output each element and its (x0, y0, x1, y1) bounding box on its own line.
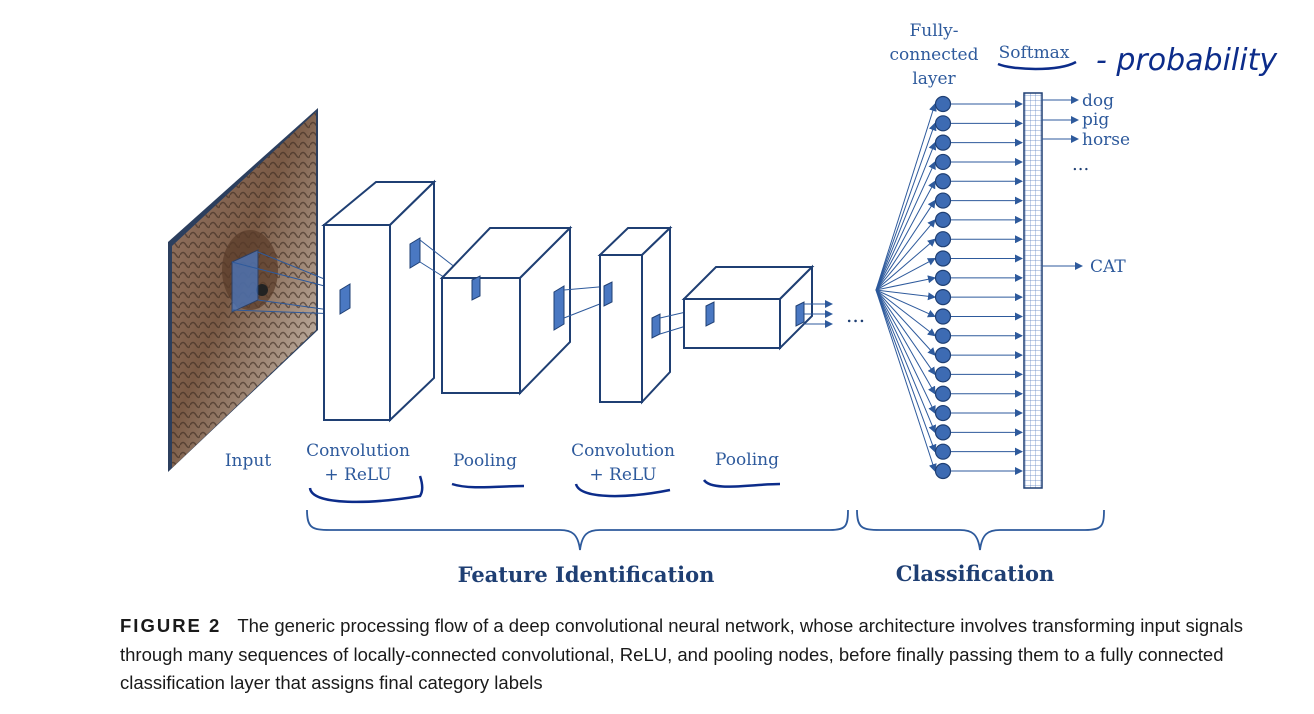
fc-node (934, 250, 952, 267)
fc-node (934, 424, 952, 441)
fc-label-line1: Fully- (910, 21, 959, 41)
fc-fan-line (875, 289, 936, 376)
fc-fan-line (875, 219, 936, 291)
pool1-block (439, 225, 573, 396)
figure-label: FIGURE 2 (120, 615, 222, 636)
pool2-outgoing (804, 300, 833, 328)
fc-node (934, 115, 952, 132)
pool2-filter (705, 301, 715, 327)
probability-annotation: - probability (1096, 43, 1278, 78)
group-feature-identification: Feature Identification (458, 562, 715, 587)
fc-fan-line (875, 103, 937, 291)
fc-node (934, 192, 952, 209)
pool1-filter (471, 275, 481, 301)
fc-fan-line (875, 289, 937, 453)
fc-fan-line (875, 258, 936, 291)
label-conv2-line1: Convolution (571, 441, 675, 461)
fc-node (934, 95, 952, 113)
fc-node (934, 269, 952, 286)
fc-node (934, 134, 952, 151)
fc-node (934, 404, 952, 422)
fc-node (934, 308, 952, 325)
fc-node (934, 385, 952, 402)
fc-fan-line (875, 289, 936, 414)
label-input: Input (225, 451, 271, 471)
fc-label-line2: connected (889, 45, 978, 65)
pool2-block (681, 264, 815, 351)
fc-fan-line (875, 180, 936, 291)
group-classification: Classification (896, 561, 1055, 586)
classification-brace (856, 509, 1105, 551)
feature-ellipsis: ... (846, 303, 865, 327)
softmax-outputs (1042, 96, 1083, 270)
output-cat: CAT (1090, 257, 1126, 277)
label-conv2-line2: + ReLU (589, 465, 656, 485)
label-pool2: Pooling (715, 450, 779, 470)
fc-fan-line (875, 161, 936, 291)
fc-label-line3: layer (912, 69, 956, 89)
fc-fan-line (875, 289, 937, 434)
fc-fan-line (875, 289, 936, 337)
cnn-diagram: ... dog pig horse ... CAT Fully- connect… (168, 21, 1278, 587)
fc-fan-line (875, 275, 936, 291)
input-image (168, 108, 318, 472)
output-more: ... (1072, 154, 1089, 175)
fc-fan-line (875, 238, 936, 291)
fc-fan-line (875, 122, 937, 291)
label-conv1-line2: + ReLU (324, 465, 391, 485)
fc-node (934, 366, 952, 383)
stage-underlines (308, 475, 781, 504)
fc-fan-line (875, 289, 936, 395)
fully-connected-layer (875, 95, 1023, 480)
feature-brace (306, 509, 849, 551)
conv2-filter (603, 281, 613, 307)
output-pig: pig (1082, 110, 1109, 130)
fc-fan-line (875, 289, 936, 356)
fc-node (934, 443, 952, 460)
fc-node (934, 327, 952, 344)
fc-node (934, 231, 952, 248)
fc-node (934, 462, 952, 480)
fc-fan-line (875, 289, 936, 301)
caption-text: The generic processing flow of a deep co… (120, 615, 1244, 693)
conv2-out-filter (651, 313, 661, 339)
fc-node (934, 173, 952, 190)
softmax-underline (997, 60, 1077, 71)
fc-node (934, 211, 952, 228)
fc-fan-line (875, 199, 936, 291)
fc-fan-line (875, 289, 937, 472)
softmax-column (1023, 92, 1043, 489)
label-conv1-line1: Convolution (306, 441, 410, 461)
output-dog: dog (1082, 91, 1114, 111)
pool1-out-filter (553, 285, 565, 331)
output-horse: horse (1082, 130, 1130, 150)
fc-fan-line (875, 289, 936, 318)
conv1-filter (339, 283, 351, 315)
fc-node (934, 289, 952, 306)
fc-node (934, 153, 952, 171)
cat-eye (256, 284, 268, 296)
pool2-out-filter (795, 301, 805, 327)
fc-fan-line (875, 141, 937, 291)
conv1-block (321, 179, 437, 423)
softmax-label: Softmax (999, 43, 1070, 63)
fc-node (934, 347, 952, 364)
label-pool1: Pooling (453, 451, 517, 471)
